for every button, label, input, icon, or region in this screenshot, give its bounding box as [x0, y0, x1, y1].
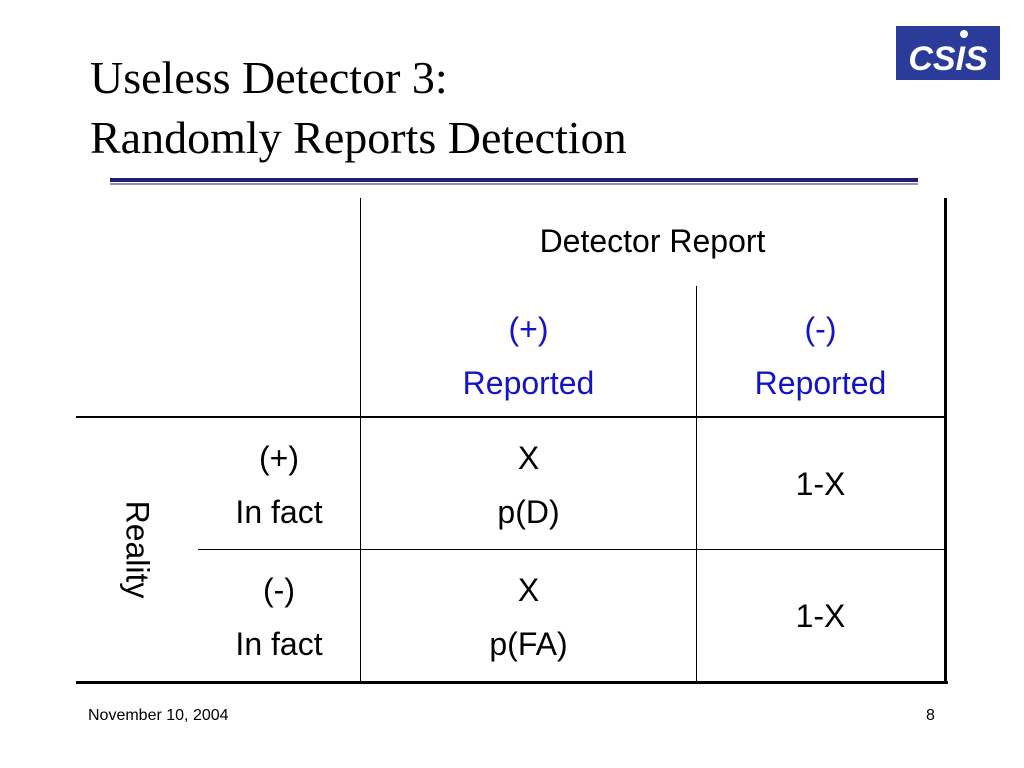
cell-pd: X p(D): [361, 430, 696, 540]
row-header-infact-positive: (+) In fact: [198, 430, 360, 540]
col-header-label: Reported: [754, 365, 887, 401]
row-group-label: Reality: [76, 417, 198, 682]
table-hline-mid: [198, 549, 946, 550]
table-line-top-shadow: [944, 198, 947, 684]
table-hline-bottom: [76, 681, 948, 684]
title-line-2: Randomly Reports Detection: [90, 112, 627, 163]
col-header-sign: (+): [508, 311, 549, 347]
row-header-label: In fact: [235, 494, 323, 530]
group-header-text: Detector Report: [539, 223, 766, 259]
row-header-sign: (+): [259, 440, 299, 476]
col-header-label: Reported: [462, 365, 595, 401]
col-header-reported-negative: (-) Reported: [697, 297, 944, 415]
row-header-label: In fact: [235, 626, 323, 662]
logo-globe-icon: [960, 30, 968, 38]
cell-value: 1-X: [795, 465, 846, 502]
cell-pfa: X p(FA): [361, 562, 696, 672]
row-group-label-text: Reality: [119, 500, 156, 599]
table-hline-header: [76, 416, 946, 418]
cell-value: X: [517, 440, 540, 476]
table-vline-1: [360, 198, 361, 684]
cell-value: 1-X: [795, 597, 846, 634]
cell-miss: 1-X: [697, 418, 944, 549]
page-number: 8: [926, 707, 935, 724]
title-line-1: Useless Detector 3:: [90, 52, 448, 103]
logo-text: CSIS: [908, 40, 988, 78]
col-header-sign: (-): [804, 311, 837, 347]
cell-value: X: [517, 572, 540, 608]
csis-logo: CSIS: [896, 26, 1000, 80]
row-header-infact-negative: (-) In fact: [198, 562, 360, 672]
col-header-reported-positive: (+) Reported: [361, 297, 696, 415]
title-underline: [110, 178, 918, 182]
group-header-detector-report: Detector Report: [361, 206, 944, 276]
cell-probability: p(D): [497, 494, 560, 530]
row-header-sign: (-): [263, 572, 295, 608]
footer-date: November 10, 2004: [88, 707, 229, 724]
cell-true-negative: 1-X: [697, 550, 944, 681]
title-underline-shadow: [110, 183, 918, 185]
table-vline-2: [696, 286, 697, 684]
cell-probability: p(FA): [489, 626, 568, 662]
slide-title: Useless Detector 3: Randomly Reports Det…: [90, 48, 627, 168]
